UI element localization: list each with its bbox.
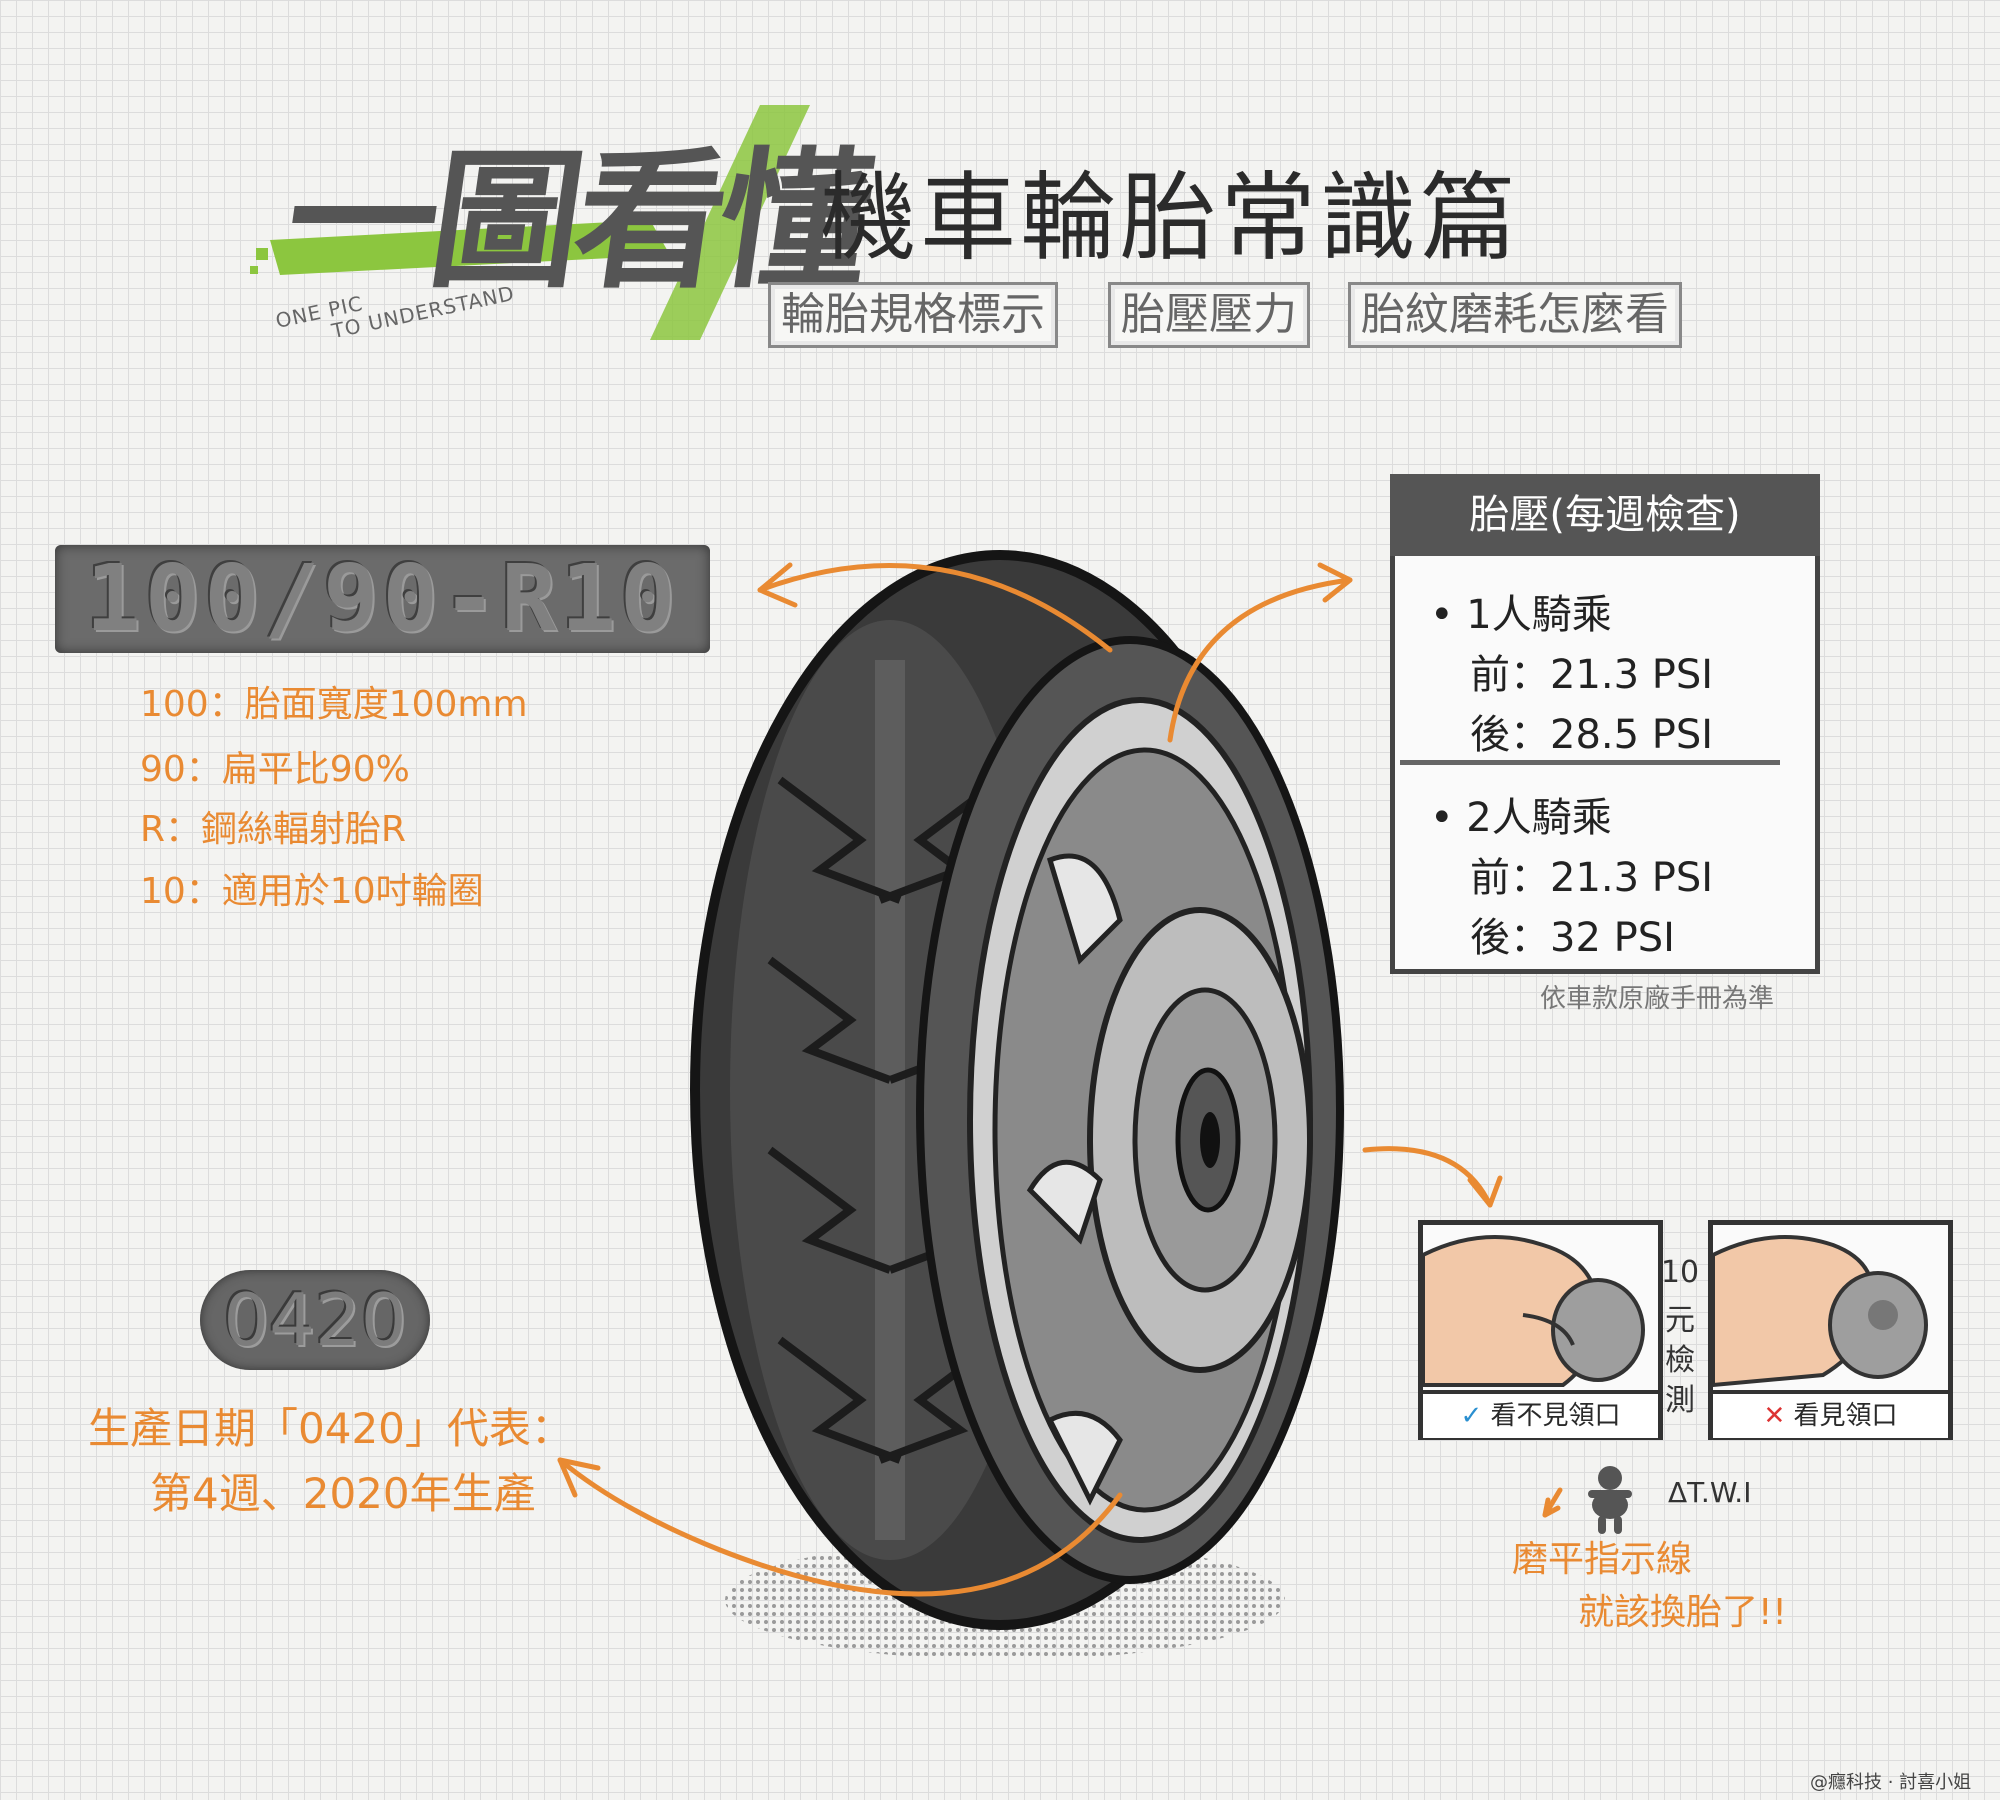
- pressure-group2-label: • 2人騎乘: [1430, 795, 1612, 841]
- date-line2: 第4週、2020年生產: [150, 1469, 536, 1518]
- date-line1: 生產日期「0420」代表：: [88, 1404, 573, 1453]
- spec-code: 100/90-R10: [85, 545, 680, 652]
- cross-icon: ✕: [1763, 1401, 1786, 1431]
- pressure-note: 依車款原廠手冊為準: [1540, 984, 1775, 1014]
- pressure-group1-rear: 後：28.5 PSI: [1470, 712, 1714, 758]
- pressure-group1-front: 前：21.3 PSI: [1470, 652, 1714, 698]
- coin-label-bad-text: 看見領口: [1793, 1401, 1898, 1431]
- tag-tire-spec: 輪胎規格標示: [768, 282, 1058, 348]
- pressure-box: [1390, 474, 1820, 974]
- coin-test-label-10: 10: [1660, 1255, 1700, 1290]
- pressure-group2-rear: 後：32 PSI: [1470, 915, 1675, 961]
- pressure-title: 胎壓(每週檢查): [1469, 492, 1741, 538]
- pressure-divider: [1400, 760, 1780, 765]
- page-title: 機車輪胎常識篇: [820, 162, 1520, 274]
- spec-plate: [55, 545, 710, 653]
- tag-tire-pressure: 胎壓壓力: [1108, 282, 1310, 348]
- pressure-group2-front: 前：21.3 PSI: [1470, 855, 1714, 901]
- credit-text: @癮科技 · 討喜小姐: [1810, 1772, 1972, 1793]
- wear-line2: 就該換胎了!!: [1578, 1592, 1787, 1633]
- spec-line-rim: 10：適用於10吋輪圈: [140, 871, 484, 912]
- coin-label-bad: ✕ 看見領口: [1713, 1390, 1948, 1438]
- michelin-man-icon: [1588, 1466, 1632, 1534]
- hand-coin-ok-illustration: [1423, 1235, 1645, 1387]
- coin-test-label-jian: 檢: [1665, 1343, 1695, 1378]
- tire-illustration: [690, 550, 1344, 1660]
- coin-label-ok: ✓ 看不見領口: [1423, 1390, 1658, 1438]
- twi-label: ΔT.W.I: [1668, 1476, 1752, 1509]
- spec-line-aspect: 90：扁平比90%: [140, 749, 410, 790]
- logo-graphic: [250, 105, 810, 340]
- date-code: 0420: [223, 1278, 407, 1362]
- tag-tread-wear: 胎紋磨耗怎麼看: [1348, 282, 1682, 348]
- hand-coin-bad-illustration: [1713, 1235, 1928, 1388]
- spec-line-width: 100：胎面寬度100mm: [140, 684, 528, 725]
- pressure-box-header: [1390, 474, 1820, 556]
- spec-line-radial: R：鋼絲輻射胎R: [140, 809, 407, 850]
- pressure-group1-label: • 1人騎乘: [1430, 592, 1612, 638]
- wear-line1: 磨平指示線: [1512, 1539, 1693, 1580]
- coin-test-label-yuan: 元: [1665, 1303, 1695, 1338]
- date-plate: [200, 1270, 430, 1370]
- coin-label-ok-text: 看不見領口: [1490, 1401, 1621, 1431]
- coin-test-label-ce: 測: [1665, 1383, 1695, 1418]
- check-icon: ✓: [1460, 1401, 1483, 1431]
